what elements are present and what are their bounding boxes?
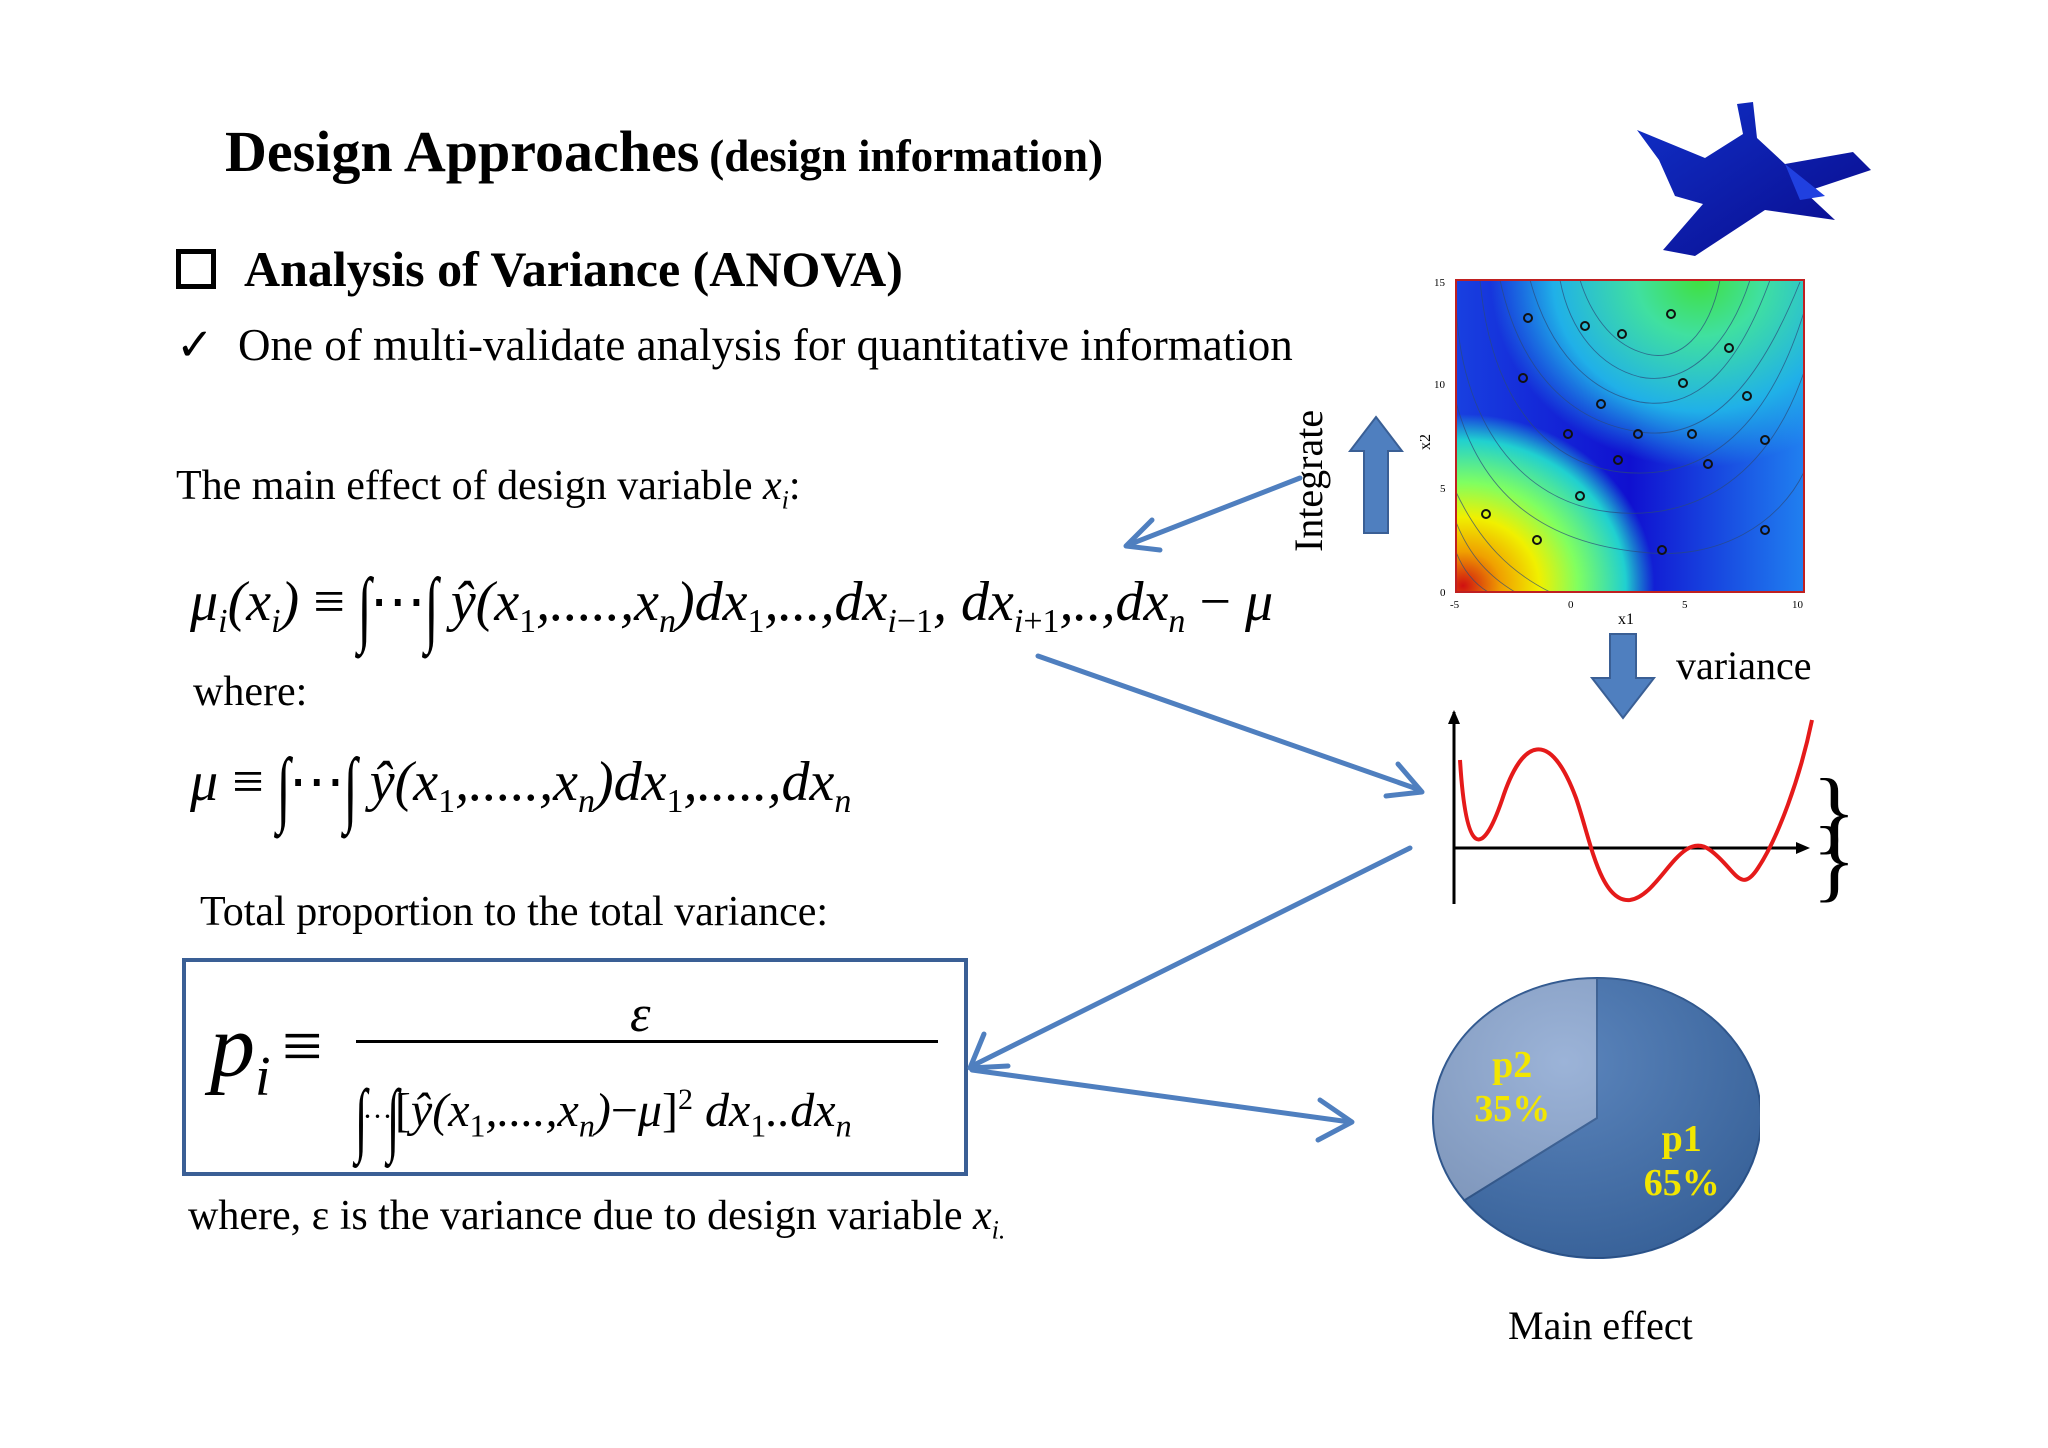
- y-tick-0: 0: [1440, 587, 1446, 599]
- x-tick-neg5: -5: [1450, 599, 1460, 611]
- main-effect-label: The main effect of design variable xi:: [176, 463, 801, 515]
- formula-numerator: ε: [630, 986, 651, 1043]
- title-main: Design Approaches: [225, 119, 700, 184]
- formula-lhs-p: pi: [210, 997, 271, 1108]
- main-effect-text: The main effect of design variable: [176, 463, 753, 509]
- section-heading-text: Analysis of Variance (ANOVA): [244, 241, 903, 297]
- airplane-icon: [1637, 102, 1871, 256]
- arrow-to-pie: [969, 1067, 1353, 1125]
- pie-label-p1: p1: [1662, 1118, 1702, 1160]
- down-arrow-icon: [1589, 633, 1657, 720]
- where-epsilon-var-sub: i.: [991, 1215, 1006, 1245]
- brace-upper-icon: }: [1812, 760, 1856, 862]
- where-epsilon-label: where, ε is the variance due to design v…: [188, 1192, 1005, 1245]
- x-tick-5: 5: [1682, 599, 1688, 611]
- formula-denominator: ∫···∫[ŷ(x1,....,xn)−μ]2 dx1..dxn: [355, 1073, 852, 1164]
- total-proportion-label: Total proportion to the total variance:: [200, 889, 829, 935]
- where-epsilon-var: xi.: [973, 1193, 1005, 1244]
- main-effect-var: xi: [762, 463, 789, 514]
- y-tick-15: 15: [1434, 277, 1446, 289]
- arrow-to-curve: [1035, 653, 1423, 793]
- fraction-line: [356, 1040, 938, 1043]
- pie-value-p1: 65%: [1644, 1162, 1720, 1204]
- brace-lower-icon: }: [1812, 808, 1856, 908]
- checkbox-square-icon: [176, 249, 216, 289]
- contour-ylabel: x2: [1420, 434, 1434, 450]
- variance-curve-plot: } }: [1448, 710, 1856, 908]
- check-item-text: One of multi-validate analysis for quant…: [238, 320, 1293, 370]
- where-label: where:: [193, 669, 308, 715]
- where-epsilon-text: where, ε is the variance due to design v…: [188, 1193, 963, 1239]
- contour-plot: 15 10 5 0 -5 0 5 10 x1 x2: [1420, 277, 1805, 628]
- arrow-to-box: [969, 845, 1413, 1069]
- equation-main-effect: μi(xi) ≡ ∫⋯∫ ŷ(x1,.....,xn)dx1,...,dxi−1…: [190, 562, 1274, 655]
- check-item: ✓ One of multi-validate analysis for quan…: [176, 318, 1293, 371]
- integrate-label: Integrate: [1286, 409, 1331, 552]
- arrow-to-curve-head: [1383, 761, 1425, 799]
- arrow-to-eq1-head: [1123, 517, 1163, 553]
- title-sub: (design information): [709, 131, 1104, 181]
- checkmark-icon: ✓: [176, 320, 214, 370]
- y-tick-5: 5: [1440, 483, 1446, 495]
- page-title: Design Approaches(design information): [225, 118, 1103, 185]
- y-tick-10: 10: [1434, 379, 1446, 391]
- section-heading: Analysis of Variance (ANOVA): [176, 240, 903, 298]
- main-effect-var-x: x: [762, 463, 782, 509]
- variance-label: variance: [1676, 643, 1812, 688]
- pie-caption: Main effect: [1508, 1303, 1693, 1348]
- formula-box: [182, 958, 968, 1176]
- equation-mean: μ ≡ ∫⋯∫ ŷ(x1,.....,xn)dx1,.....,dxn: [190, 742, 852, 835]
- pie-label-p2: p2: [1492, 1044, 1532, 1086]
- pie-value-p2: 35%: [1474, 1088, 1550, 1130]
- arrow-to-box-head: [967, 1031, 1011, 1071]
- arrow-to-eq1: [1125, 475, 1303, 548]
- main-effect-var-sub: i: [781, 485, 789, 515]
- up-arrow-icon: [1348, 415, 1404, 534]
- x-tick-10: 10: [1792, 599, 1804, 611]
- formula-equiv: ≡: [282, 1006, 323, 1086]
- arrow-to-pie-head: [1315, 1097, 1355, 1143]
- contour-xlabel: x1: [1618, 611, 1634, 628]
- where-epsilon-var-x: x: [973, 1193, 992, 1239]
- x-tick-0: 0: [1568, 599, 1574, 611]
